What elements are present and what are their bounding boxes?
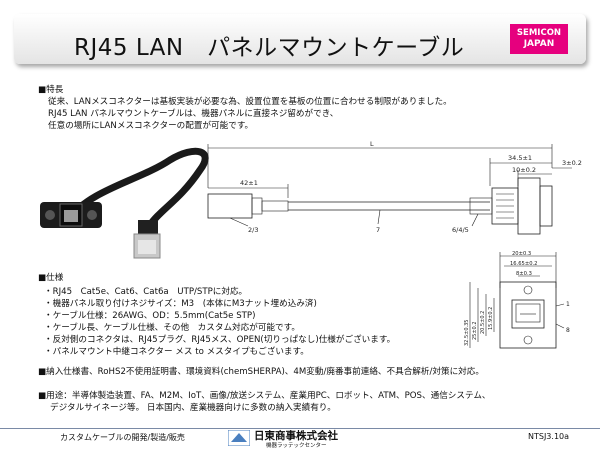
panel-jack [40, 202, 102, 228]
dim-16-65: 16.65±0.2 [510, 261, 537, 267]
product-photo [40, 147, 209, 259]
footer-tagline: カスタムケーブルの開発/製造/販売 [60, 433, 185, 442]
dim-L: L [370, 140, 374, 148]
specs-item-4: ・ケーブル長、ケーブル仕様、その他 カスタム対応が可能です。 [44, 323, 300, 333]
features-line-3: 任意の場所にLANメスコネクターの配置が可能です。 [48, 121, 254, 131]
page-title: RJ45 LAN パネルマウントケーブル [74, 35, 465, 61]
footer-divider [0, 428, 600, 429]
company-name: 日東商事株式会社 [254, 430, 338, 442]
features-heading: ■特長 [38, 85, 64, 95]
features-line-1: 従来、LANメスコネクターは基板実装が必要な為、設置位置を基板の位置に合わせる制… [48, 97, 452, 107]
dim-8: 8±0.3 [516, 271, 532, 277]
specs-item-6: ・パネルマウント中継コネクター メス to メスタイプもございます。 [44, 347, 309, 357]
specs-item-3: ・ケーブル仕様：26AWG、OD：5.5mm(Cat5e STP) [44, 311, 256, 321]
dim-10: 10±0.2 [512, 166, 536, 174]
applications-line-2: デジタルサイネージ等。 日本国内、産業機器向けに多数の納入実績有り。 [50, 403, 336, 413]
specs-item-5: ・反対側のコネクタは、RJ45プラグ、RJ45メス、OPEN(切りっぱなし)仕様… [44, 335, 396, 345]
label-7: 7 [376, 226, 380, 234]
label-1: 1 [566, 301, 570, 308]
document-code: NTSJ3.10a [528, 432, 570, 441]
dim-20: 20±0.3 [512, 251, 531, 257]
dim-34-5: 34.5±1 [508, 154, 532, 162]
label-2-3: 2/3 [248, 226, 258, 234]
applications-line-1: ■用途：半導体製造装置、FA、M2M、IoT、画像/放送システム、産業用PC、ロ… [38, 391, 491, 401]
features-line-2: RJ45 LAN パネルマウントケーブルは、機器パネルに直接ネジ留めができ、 [48, 109, 339, 119]
specs-item-2: ・機器パネル取り付けネジサイズ：M3 (本体にM3ナット埋め込み済) [44, 299, 317, 309]
delivery-line: ■納入仕様書、RoHS2不使用証明書、環境資料(chemSHERPA)、4M変動… [38, 367, 484, 377]
label-8: 8 [566, 327, 570, 334]
logo-line2: JAPAN [523, 39, 555, 49]
dim-15-9: 15.9±0.2 [488, 307, 494, 330]
company-subname: 機器ラッテックセンター [266, 443, 327, 449]
title-bar: RJ45 LAN パネルマウントケーブル SEMICON JAPAN [14, 14, 586, 64]
rj45-plug [133, 220, 161, 259]
dim-25: 25±0.2 [472, 321, 478, 340]
specs-heading: ■仕様 [38, 273, 64, 283]
front-drawing: 20±0.3 16.65±0.2 8±0.3 1 8 32.5±0.35 25±… [464, 251, 570, 349]
dim-32-5: 32.5±0.35 [464, 320, 470, 346]
logo-line1: SEMICON [516, 28, 562, 38]
dim-3: 3±0.2 [562, 159, 582, 167]
dim-20-5: 20.5±0.2 [480, 311, 486, 334]
company-logo-icon [228, 430, 250, 446]
dim-42: 42±1 [240, 179, 258, 187]
label-6-4-5: 6/4/5 [452, 226, 469, 234]
side-drawing: L 34.5±1 10±0.2 3±0.2 42±1 2/3 7 6/4/5 [207, 140, 582, 235]
semicon-japan-logo: SEMICON JAPAN [510, 24, 568, 54]
specs-item-1: ・RJ45 Cat5e、Cat6、Cat6a UTP/STPに対応。 [44, 287, 248, 297]
